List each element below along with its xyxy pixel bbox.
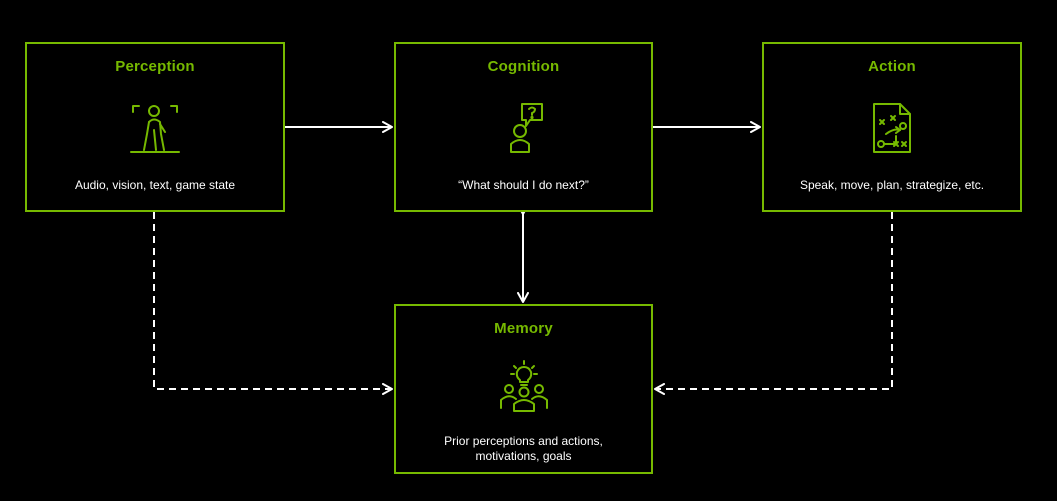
- memory-title: Memory: [494, 320, 553, 337]
- perception-title: Perception: [115, 58, 195, 75]
- perception-node: Perception Audio, vision, text, game sta…: [25, 42, 285, 212]
- cognition-node: Cognition “What should I do next?”: [394, 42, 653, 212]
- dashed-arrow-action-to-memory: [654, 212, 893, 395]
- action-node: Action Speak, move, plan, strategize, et…: [762, 42, 1022, 212]
- memory-description-line-1: Prior perceptions and actions,: [444, 434, 603, 448]
- strategy-plan-document-icon: [873, 103, 911, 153]
- person-thinking-question-icon: [509, 103, 543, 153]
- action-title: Action: [868, 58, 916, 75]
- group-with-lightbulb-icon: [499, 360, 548, 412]
- cognition-description: “What should I do next?”: [458, 178, 589, 192]
- action-description: Speak, move, plan, strategize, etc.: [799, 178, 985, 192]
- memory-description-line-2: motivations, goals: [475, 449, 572, 463]
- cognition-title: Cognition: [487, 58, 560, 75]
- dashed-arrow-perception-to-memory: [153, 212, 393, 395]
- person-walking-in-frame-icon: [130, 105, 180, 153]
- memory-node: Memory Prior perceptions and actions, mo…: [394, 304, 653, 474]
- memory-description: Prior perceptions and actions, motivatio…: [402, 434, 645, 464]
- perception-description: Audio, vision, text, game state: [74, 178, 236, 192]
